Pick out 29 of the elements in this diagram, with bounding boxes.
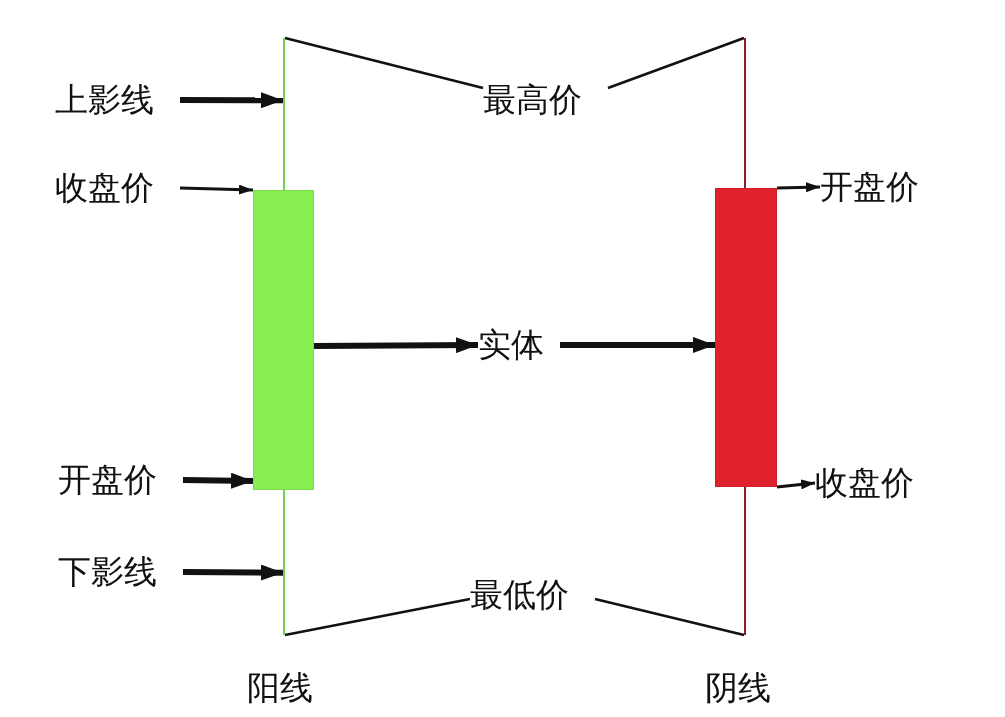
price-label: 开盘价 bbox=[58, 460, 157, 500]
price-label: 收盘价 bbox=[815, 463, 914, 503]
arrow bbox=[182, 564, 284, 581]
candle-wick bbox=[283, 38, 285, 190]
price-label: 最高价 bbox=[483, 80, 582, 120]
candle-type-label: 阳线 bbox=[247, 668, 313, 708]
arrow bbox=[182, 472, 254, 489]
price-label: 上影线 bbox=[55, 80, 154, 120]
leader-line bbox=[284, 597, 471, 637]
arrow bbox=[776, 182, 821, 193]
candle-wick bbox=[744, 38, 746, 188]
arrow bbox=[776, 479, 816, 490]
arrow bbox=[560, 337, 715, 353]
candle-wick bbox=[744, 487, 746, 635]
arrow bbox=[313, 337, 479, 354]
arrow bbox=[179, 184, 254, 195]
leader-line bbox=[607, 36, 745, 90]
leader-line bbox=[594, 597, 745, 637]
candle-wick bbox=[283, 490, 285, 635]
price-label: 下影线 bbox=[58, 552, 157, 592]
price-label: 最低价 bbox=[470, 575, 569, 615]
price-label: 开盘价 bbox=[820, 167, 919, 207]
candle-type-label: 阴线 bbox=[705, 668, 771, 708]
candle-body bbox=[253, 190, 314, 490]
candle-body bbox=[715, 188, 777, 487]
leader-line bbox=[284, 36, 484, 90]
arrow bbox=[180, 92, 283, 109]
price-label: 收盘价 bbox=[55, 168, 154, 208]
price-label: 实体 bbox=[478, 325, 544, 365]
